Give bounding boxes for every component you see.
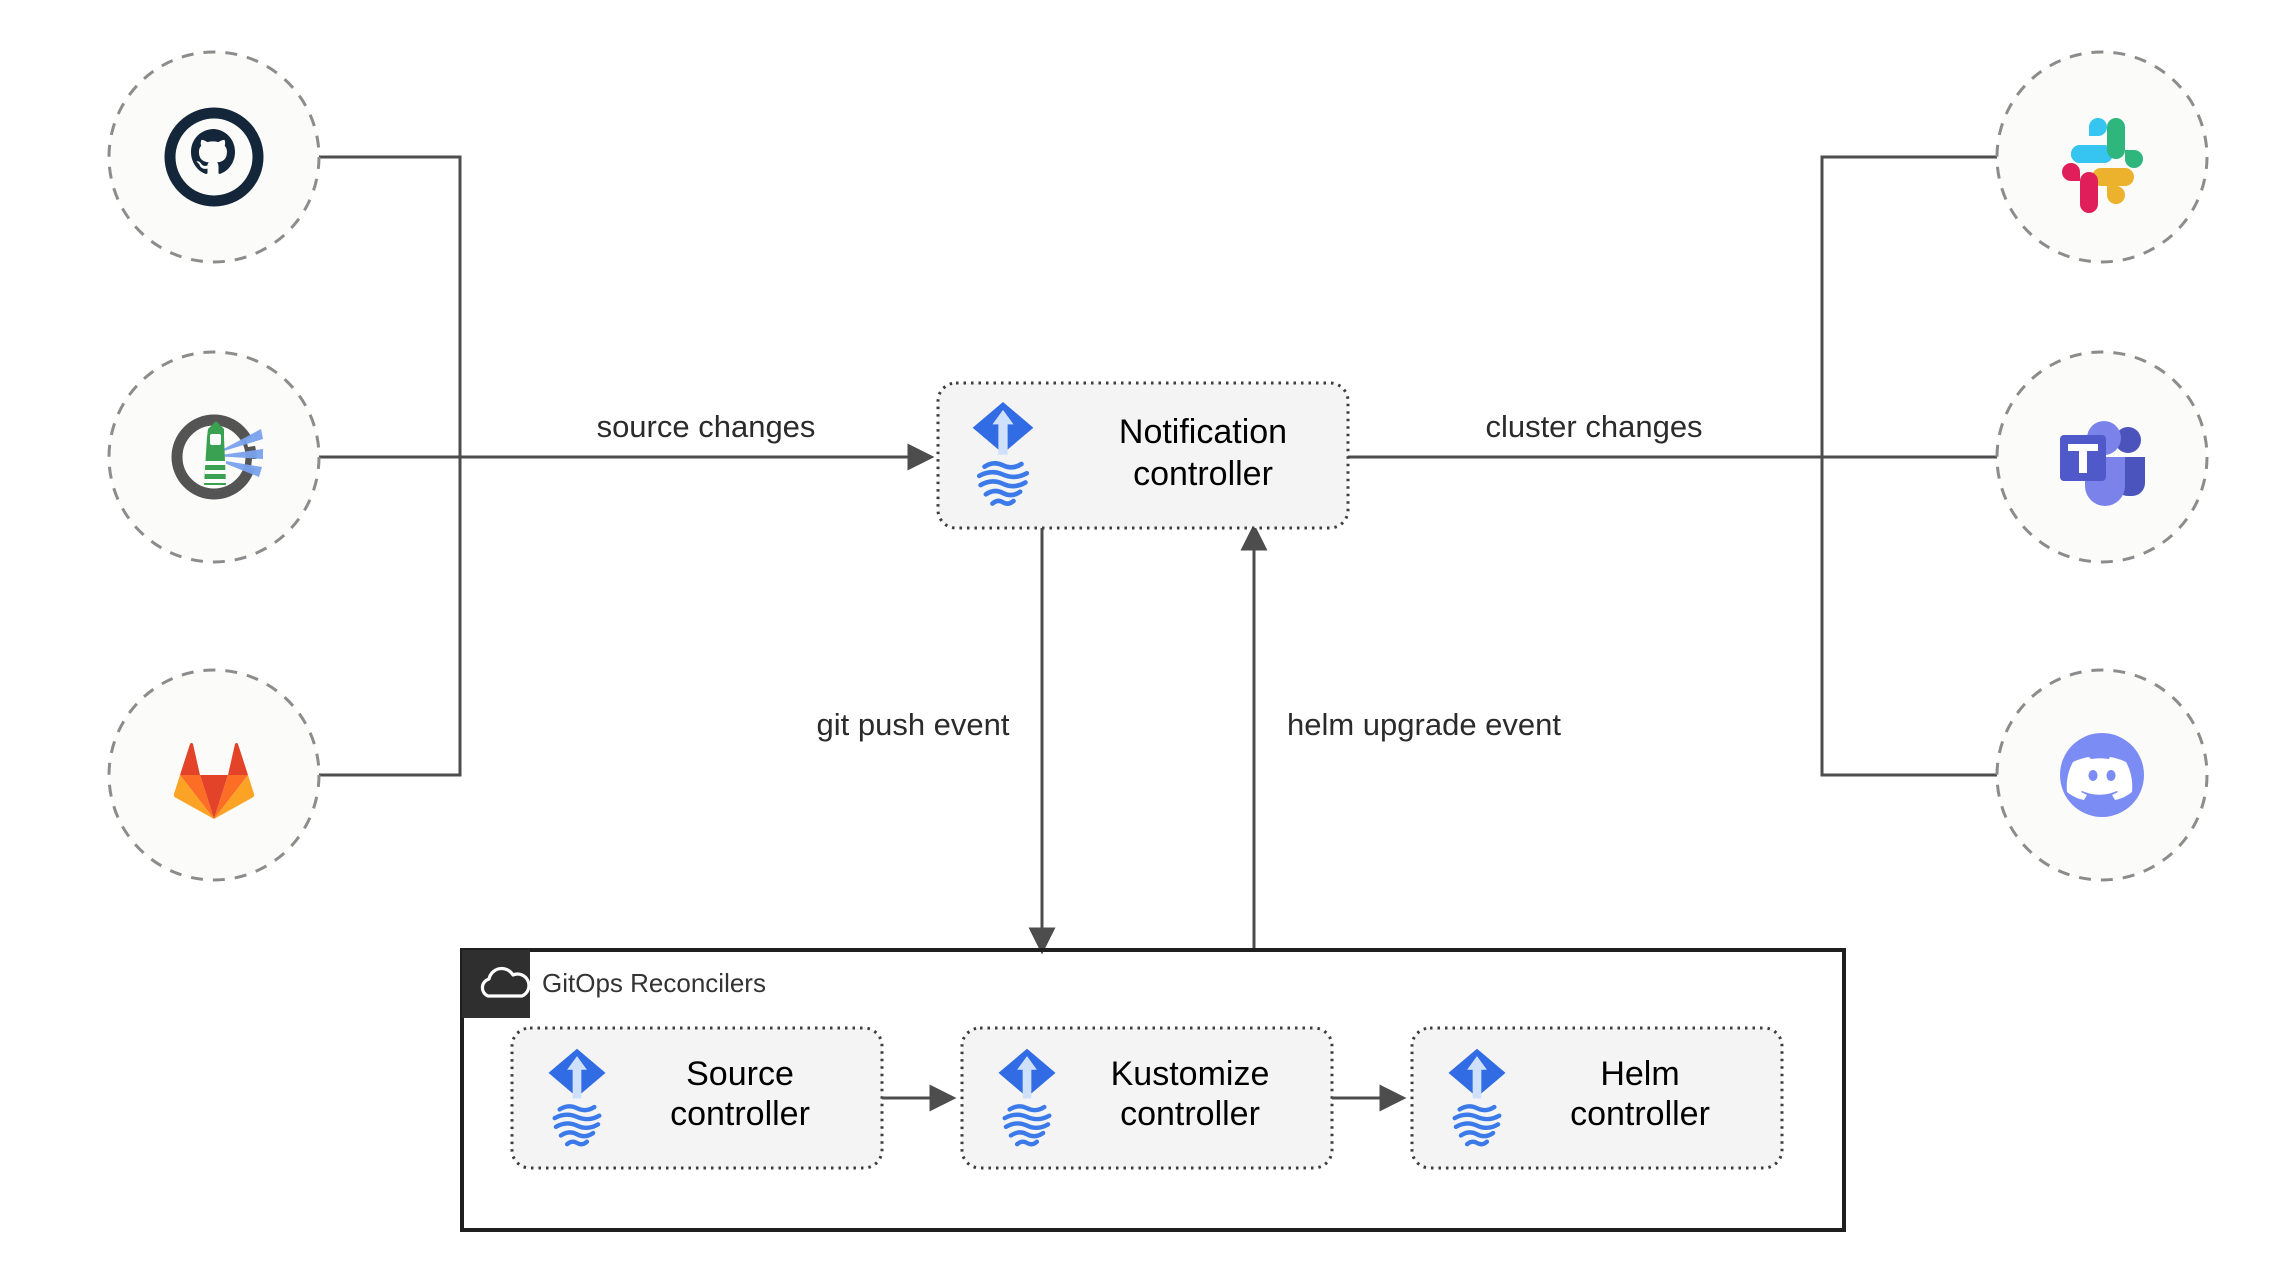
node-discord[interactable] — [1995, 668, 2209, 882]
edge-label-git-push-event: git push event — [816, 707, 1009, 742]
node-kustomize-controller[interactable]: Kustomize controller — [960, 1026, 1334, 1170]
gitops-reconcilers-border — [460, 948, 1846, 1232]
destination-connectors — [1345, 143, 2029, 789]
source-controller-label-line1: Source — [686, 1055, 794, 1093]
helm-controller-label-line1: Helm — [1600, 1055, 1679, 1093]
gitops-reconcilers-group: GitOps Reconcilers — [460, 948, 1846, 1232]
node-source-controller[interactable]: Source controller — [510, 1026, 884, 1170]
source-controller-label-line2: controller — [670, 1095, 810, 1133]
edge-labels: source changes cluster changes git push … — [570, 402, 1740, 746]
event-connectors — [1028, 523, 1268, 955]
github-node-circle[interactable] — [107, 50, 321, 264]
node-slack[interactable] — [1995, 50, 2209, 264]
discord-icon — [2060, 733, 2144, 817]
source-connectors — [290, 155, 935, 777]
notification-controller-label-line1: Notification — [1119, 413, 1287, 451]
notification-controller-box[interactable] — [936, 381, 1350, 530]
node-notification-controller[interactable]: Notification controller — [936, 381, 1350, 530]
edge-label-cluster-changes: cluster changes — [1485, 409, 1702, 444]
gitops-reconcilers-title: GitOps Reconcilers — [542, 968, 766, 998]
helm-controller-label-line2: controller — [1570, 1095, 1710, 1133]
edge-gitlab-to-notification — [290, 457, 462, 777]
edge-notification-to-discord — [1820, 457, 2029, 789]
kustomize-controller-label-line1: Kustomize — [1111, 1055, 1270, 1093]
edge-github-to-notification — [290, 155, 462, 457]
node-github[interactable] — [107, 50, 321, 264]
notification-controller-label-line2: controller — [1133, 455, 1273, 493]
node-microsoft-teams[interactable] — [1995, 350, 2209, 564]
node-flux-source[interactable] — [107, 350, 321, 564]
helm-controller-box[interactable] — [1410, 1026, 1784, 1170]
edge-label-helm-upgrade-event: helm upgrade event — [1287, 707, 1561, 742]
edge-notification-to-slack — [1820, 143, 2029, 457]
node-gitlab[interactable] — [107, 668, 321, 882]
gitops-reconcilers-icon-tab — [462, 950, 530, 1018]
node-helm-controller[interactable]: Helm controller — [1410, 1026, 1784, 1170]
edge-label-source-changes: source changes — [597, 409, 816, 444]
kustomize-controller-label-line2: controller — [1120, 1095, 1260, 1133]
